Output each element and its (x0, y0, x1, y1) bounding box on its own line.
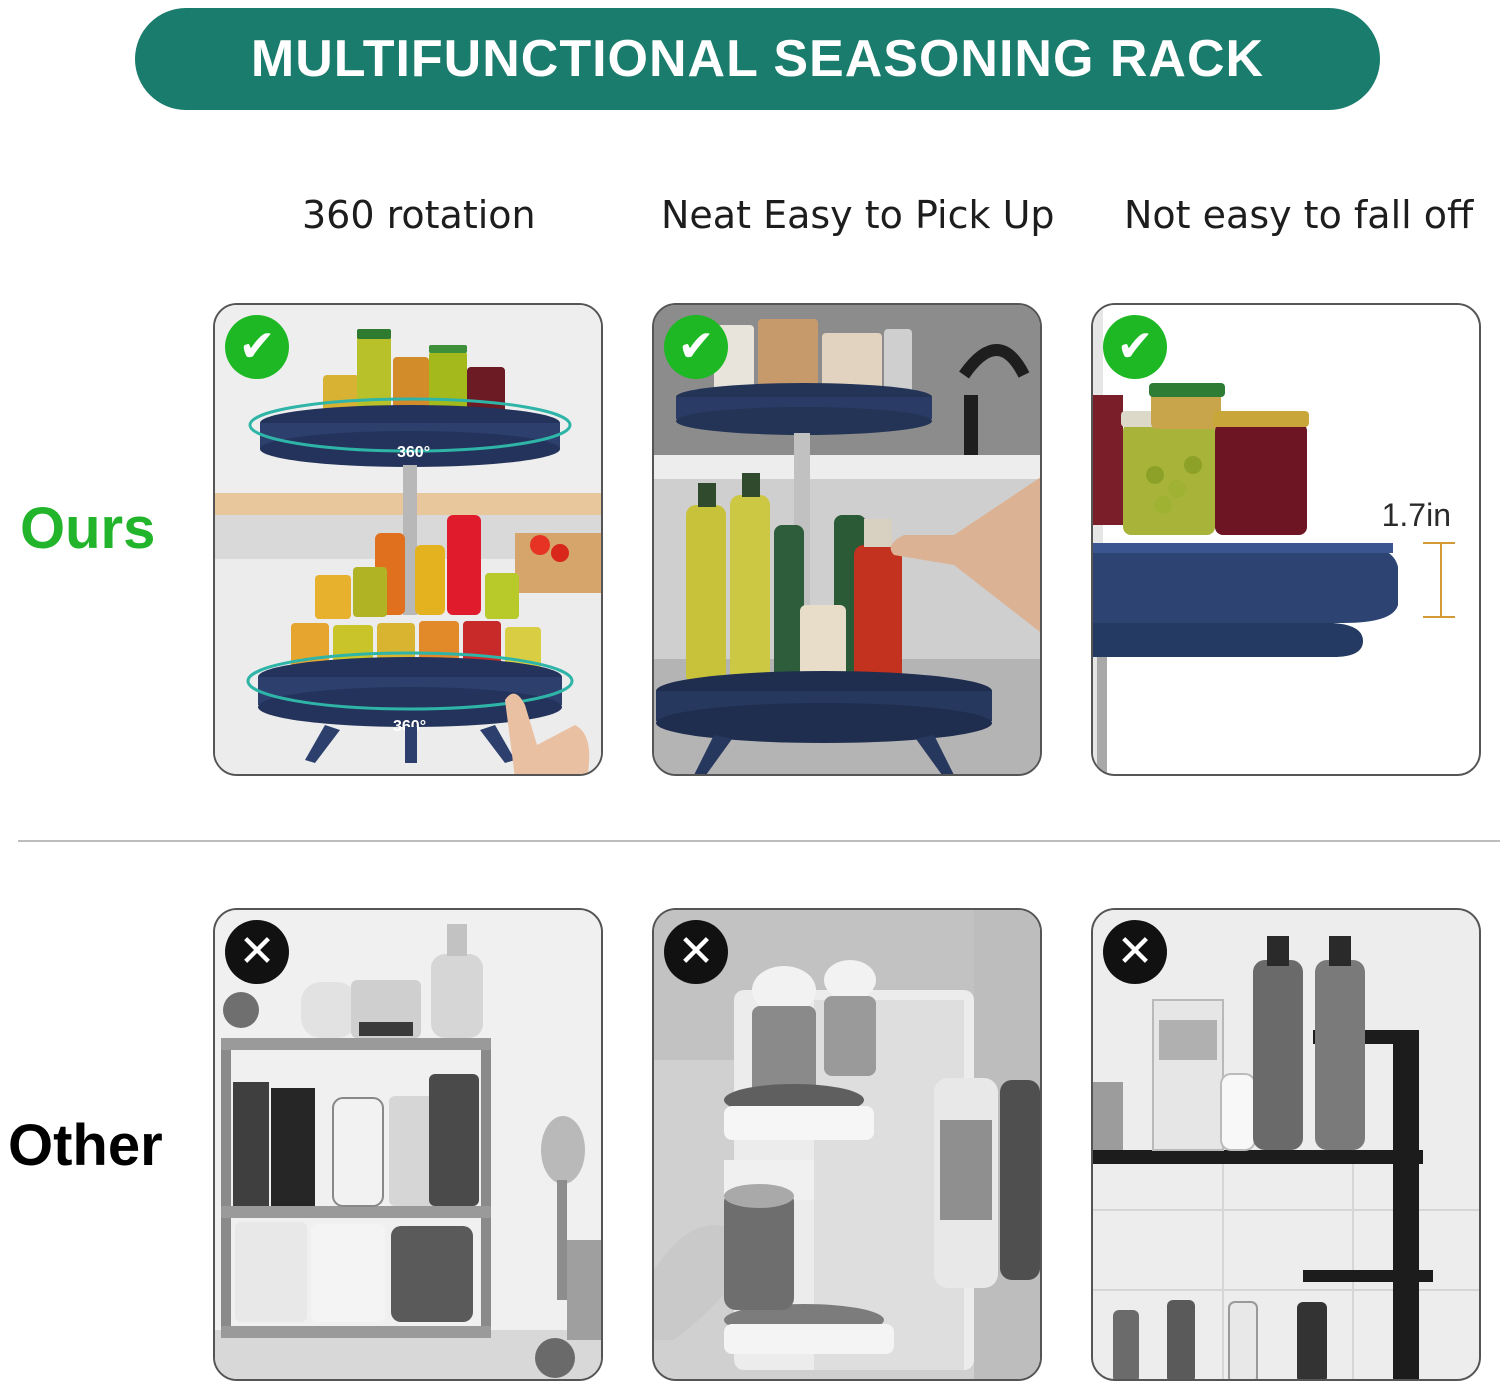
check-mark-icon: ✔ (225, 315, 289, 379)
check-mark-icon: ✔ (664, 315, 728, 379)
photo-metal-shelf (1093, 910, 1479, 1379)
photo-tray-rim-closeup (1093, 305, 1479, 774)
height-measure-label: 1.7in (1381, 497, 1451, 533)
photo-plastic-rotating-rack (654, 910, 1040, 1379)
panel-other-plastic-rack: ✕ (652, 908, 1042, 1381)
cross-mark-icon: ✕ (664, 920, 728, 984)
panel-ours-pick-up: ✔ (652, 303, 1042, 776)
panel-ours-fall-off: ✔ 1.7in (1091, 303, 1481, 776)
cross-mark-icon: ✕ (1103, 920, 1167, 984)
photo-rotating-rack: 360° 360° (215, 305, 601, 774)
photo-wooden-shelf (215, 910, 601, 1379)
cross-mark-icon: ✕ (225, 920, 289, 984)
row-divider (18, 840, 1500, 842)
title-banner: MULTIFUNCTIONAL SEASONING RACK (135, 8, 1380, 110)
photo-pick-up-bottle (654, 305, 1040, 774)
rotation-label-bottom: 360° (393, 718, 426, 735)
banner-title: MULTIFUNCTIONAL SEASONING RACK (250, 30, 1265, 88)
column-header-pick-up: Neat Easy to Pick Up (661, 193, 1055, 237)
row-label-other: Other (8, 1113, 163, 1178)
panel-ours-rotation: ✔ 360° (213, 303, 603, 776)
column-header-fall-off: Not easy to fall off (1124, 193, 1474, 237)
panel-other-wood-shelf: ✕ (213, 908, 603, 1381)
row-label-ours: Ours (20, 496, 156, 561)
check-mark-icon: ✔ (1103, 315, 1167, 379)
rotation-label-top: 360° (397, 444, 430, 461)
panel-other-metal-shelf: ✕ (1091, 908, 1481, 1381)
column-header-rotation: 360 rotation (302, 193, 536, 237)
